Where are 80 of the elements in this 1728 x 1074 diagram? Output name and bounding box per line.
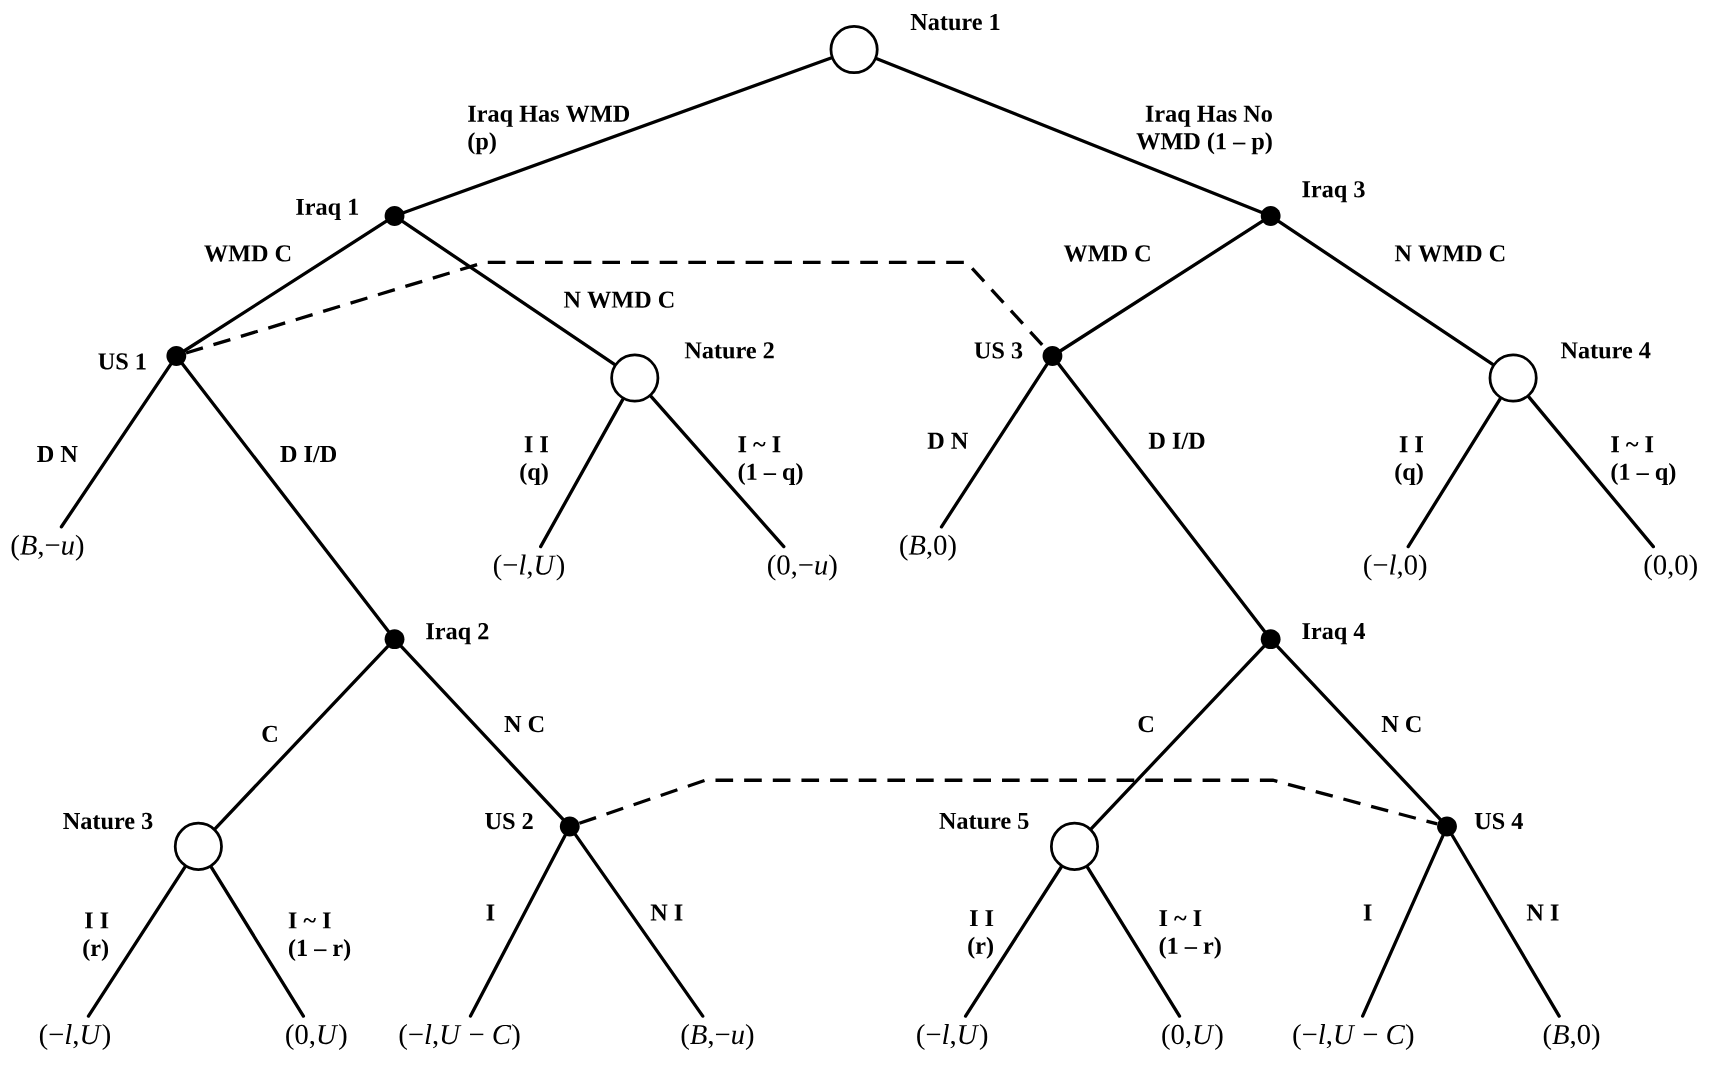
edge-label: I I (r) [968,910,994,959]
node-label: Iraq 3 [1302,180,1365,203]
branch-line [1360,833,1445,1018]
payoff-label: (B,−u) [11,534,84,561]
payoff-label: (0,U) [1162,1023,1223,1050]
edge-label: D N [927,432,968,449]
node-label: US 4 [1474,812,1523,829]
payoff-label: (−l,U − C) [1293,1023,1414,1050]
edge-label: I ~ I (1 – q) [738,436,803,485]
branch-line [1057,362,1267,633]
edge-label: I [486,904,495,921]
branch-line [86,865,187,1018]
payoff-label: (−l,U) [917,1023,988,1050]
branch-line [399,644,565,821]
branch-line [1275,644,1442,821]
edge-label: I [1363,904,1372,921]
branch-line [59,362,173,529]
edge-label: N WMD C [563,291,674,308]
branch-line [1450,833,1561,1018]
branch-line [401,219,617,366]
payoff-label: (B,0) [1543,1023,1600,1050]
node-label: Nature 4 [1560,342,1651,359]
edge-label: C [1138,715,1154,732]
edge-label: I I (q) [1395,436,1423,485]
edge-label: D I/D [280,445,337,462]
payoff-label: (B,0) [900,534,956,561]
node-label: US 2 [485,812,533,829]
edge-label: N C [504,715,544,732]
node-label: Nature 5 [939,812,1029,829]
edge-label: D I/D [1148,432,1205,449]
edge-label: Iraq Has WMD (p) [468,105,630,155]
branch-line [180,362,390,633]
branch-line [963,865,1063,1018]
payoff-label: (−l,U) [39,1023,110,1050]
payoff-label: (−l,U − C) [399,1023,520,1050]
branch-line [649,394,786,549]
edge-label: I I (q) [520,436,548,485]
payoff-label: (−l,0) [1364,554,1427,581]
edge-label: I ~ I (1 – r) [1159,910,1221,959]
information-set-line [578,778,1438,826]
branch-line [573,832,705,1018]
node-label: Nature 1 [910,13,1000,30]
branch-line [209,865,306,1018]
branch-line [468,833,567,1018]
branch-line [183,219,388,352]
payoff-label: (B,−u) [681,1023,754,1050]
edge-label: I ~ I (1 – r) [288,912,351,961]
node-label: Nature 2 [684,342,774,359]
node-label: US 3 [974,342,1023,359]
edge-label: C [262,725,277,742]
node-label: US 1 [98,353,146,370]
edge-label: WMD C [204,245,291,262]
edge-label: Iraq Has No WMD (1 – p) [1136,105,1272,155]
edge-label: N C [1381,715,1421,732]
branch-line [875,56,1263,214]
branch-line [213,644,390,830]
branch-line [1527,394,1655,549]
edge-label: D N [37,445,78,462]
edge-label: WMD C [1063,245,1150,262]
edge-label: N I [1526,904,1559,921]
branch-line [1089,644,1266,830]
payoff-label: (0,U) [286,1023,347,1050]
payoff-label: (−l,U) [493,554,565,581]
node-label: Iraq 4 [1302,622,1365,644]
branch-line [939,362,1049,529]
payoff-label: (0,0) [1644,554,1697,581]
branch-line [539,397,625,549]
branch-line [1085,865,1182,1018]
branch-line [402,56,833,214]
branch-line [1059,219,1264,352]
branch-line [1277,219,1495,366]
node-label: Iraq 1 [296,198,359,220]
edge-label: N I [650,904,683,921]
branch-line [1406,396,1502,549]
node-label: Nature 3 [63,812,153,829]
node-label: Iraq 2 [426,622,489,645]
edge-label: I ~ I (1 – q) [1611,436,1676,485]
edge-label: N WMD C [1394,245,1505,262]
payoff-label: (0,−u) [768,554,837,581]
edge-label: I I (r) [83,912,109,961]
